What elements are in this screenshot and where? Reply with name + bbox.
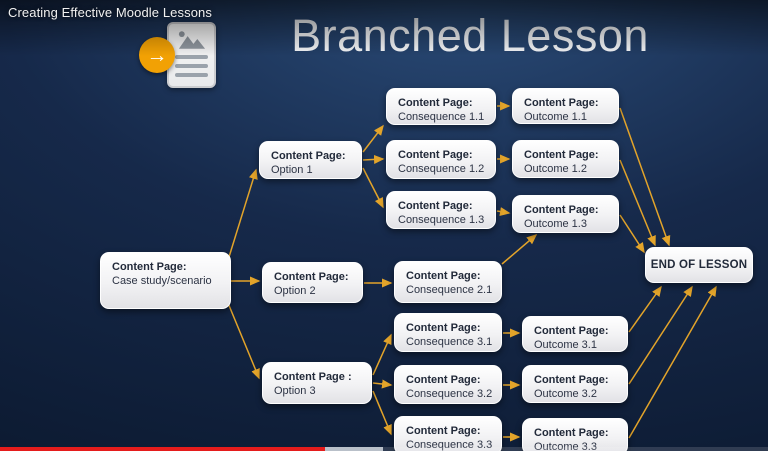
- text-line-icon: [175, 55, 208, 59]
- text-line-icon: [175, 64, 208, 68]
- flow-arrow-out12-to-end: [619, 159, 656, 247]
- text-line-icon: [175, 73, 208, 77]
- flow-arrow-cons13-to-out13: [496, 207, 511, 216]
- orange-arrow-circle-icon: →: [139, 37, 175, 73]
- image-placeholder-icon: [178, 31, 206, 49]
- video-title[interactable]: Creating Effective Moodle Lessons: [8, 5, 212, 20]
- flow-arrow-cons21-to-out13: [501, 234, 538, 265]
- flow-arrow-out32-to-end: [628, 285, 693, 385]
- flow-arrow-out31-to-end: [628, 285, 662, 333]
- slide-title: Branched Lesson: [291, 10, 649, 61]
- progress-buffered: [325, 447, 383, 451]
- video-progress-bar[interactable]: [0, 447, 768, 451]
- flow-arrow-opt1-to-cons12: [362, 154, 385, 164]
- flow-arrow-opt3-to-cons31: [372, 333, 392, 376]
- flow-arrow-out33-to-end: [628, 285, 717, 439]
- flow-arrow-case-to-opt1: [228, 168, 258, 258]
- progress-played: [0, 447, 325, 451]
- flow-arrow-out11-to-end: [619, 107, 671, 247]
- flow-arrow-opt1-to-cons13: [362, 167, 384, 209]
- document-with-arrow-icon: →: [136, 18, 222, 94]
- flow-arrow-case-to-opt3: [227, 302, 260, 380]
- flow-arrow-opt1-to-cons11: [362, 124, 384, 153]
- flow-arrow-opt3-to-cons33: [372, 390, 392, 436]
- right-arrow-icon: →: [146, 43, 168, 67]
- flow-arrow-opt3-to-cons32: [372, 379, 393, 389]
- flow-arrow-out13-to-end: [619, 214, 645, 254]
